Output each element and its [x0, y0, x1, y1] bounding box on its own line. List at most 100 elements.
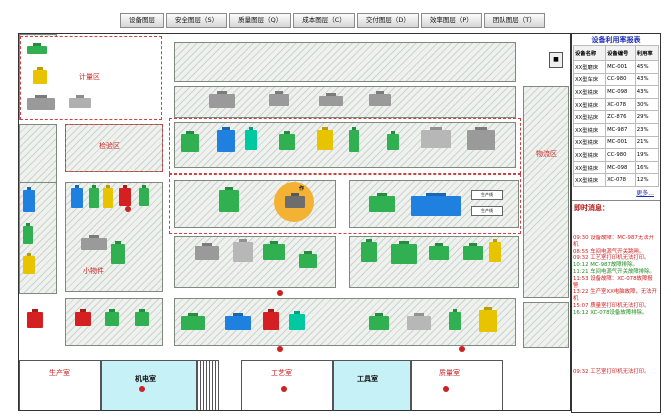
table-cell: MC-001	[605, 135, 636, 150]
machine-gray[interactable]	[407, 316, 431, 330]
machine-green[interactable]	[263, 244, 285, 260]
machine-green[interactable]	[449, 312, 461, 330]
machine-gray[interactable]	[27, 98, 55, 110]
table-cell: XX型铣床	[572, 122, 607, 137]
machine-red[interactable]	[119, 188, 131, 206]
machine-red[interactable]	[27, 312, 43, 328]
machine-cyan[interactable]	[245, 130, 257, 150]
machine-red[interactable]	[263, 312, 279, 330]
divider	[572, 199, 660, 201]
process-room-label: 工艺室	[271, 369, 292, 377]
machine-green[interactable]	[89, 188, 99, 208]
guard-station-icon[interactable]: ■	[549, 52, 563, 68]
tab-efficiency-layer[interactable]: 效率图层（P）	[420, 13, 482, 28]
tab-delivery-layer[interactable]: 交付图层（D）	[356, 13, 419, 28]
tab-team-layer[interactable]: 团队图层（T）	[483, 13, 545, 28]
message-item: 10:12 MC-987故障排除。	[573, 262, 638, 269]
machine-blue[interactable]	[217, 130, 235, 152]
machine-yellow[interactable]	[479, 310, 497, 332]
machine-green[interactable]	[23, 226, 33, 244]
tab-equipment-layer[interactable]: 设备图层	[120, 13, 164, 28]
machine-gray[interactable]	[69, 98, 91, 108]
machine-green[interactable]	[111, 244, 125, 264]
machine-green[interactable]	[181, 134, 199, 152]
tab-safety-layer[interactable]: 安全图层（S）	[166, 13, 228, 28]
inspection-zone[interactable]	[65, 124, 163, 172]
tab-quality-layer[interactable]: 质量图层（Q）	[229, 13, 292, 28]
machine-green[interactable]	[135, 312, 149, 326]
table-cell: XX型铣床	[572, 135, 607, 150]
machine-blue[interactable]	[411, 196, 461, 216]
machine-green[interactable]	[369, 196, 395, 212]
machine-green[interactable]	[463, 246, 483, 260]
machine-green[interactable]	[361, 242, 377, 262]
location-pin-icon[interactable]	[125, 206, 131, 212]
machine-gray[interactable]	[269, 94, 289, 106]
machine-gray[interactable]	[467, 130, 495, 150]
machine-blue[interactable]	[225, 316, 251, 330]
tool-room[interactable]	[333, 360, 411, 410]
machine-teal[interactable]	[219, 190, 239, 212]
quality-room[interactable]	[411, 360, 503, 410]
machine-blue[interactable]	[71, 188, 83, 208]
message-item: 08:55 车间电源气开关跳闸。	[573, 248, 645, 255]
machine-gray[interactable]	[209, 94, 235, 108]
machine-yellow[interactable]	[103, 188, 113, 208]
machine-green[interactable]	[299, 254, 317, 268]
location-pin-icon[interactable]	[277, 346, 283, 352]
machine-green[interactable]	[349, 130, 359, 152]
location-pin-icon[interactable]	[281, 386, 287, 392]
more-link[interactable]: 更多...	[636, 189, 654, 197]
material-zone[interactable]	[523, 86, 569, 298]
machine-blue[interactable]	[23, 190, 35, 212]
production-room[interactable]	[19, 360, 101, 410]
table-cell: XX型铣床	[572, 160, 607, 175]
machine-green[interactable]	[105, 312, 119, 326]
location-pin-icon[interactable]	[443, 386, 449, 392]
tool-room-label: 工具室	[357, 375, 378, 383]
machine-green[interactable]	[181, 316, 205, 330]
machine-red[interactable]	[75, 312, 91, 326]
message-item: 09:32 工艺室打印机无法打印。	[573, 255, 650, 262]
machine-gray[interactable]	[421, 130, 451, 148]
machine-yellow[interactable]	[317, 130, 333, 150]
machine-green[interactable]	[27, 46, 47, 54]
machine-yellow[interactable]	[489, 242, 501, 262]
process-room[interactable]	[241, 360, 333, 410]
machine-gray[interactable]	[319, 96, 343, 106]
table-cell: XX型车床	[572, 72, 607, 87]
machine-green[interactable]	[369, 316, 389, 330]
machine-green[interactable]	[391, 244, 417, 264]
location-pin-icon[interactable]	[277, 290, 283, 296]
location-pin-icon[interactable]	[139, 386, 145, 392]
machine-cyan[interactable]	[289, 314, 305, 330]
location-pin-icon[interactable]	[459, 346, 465, 352]
machine-yellow[interactable]	[23, 256, 35, 274]
electromech-room[interactable]	[101, 360, 197, 410]
machine-green[interactable]	[279, 134, 295, 150]
machine-yellow[interactable]	[33, 70, 47, 84]
machine-green[interactable]	[387, 134, 399, 150]
machine-green[interactable]	[429, 246, 449, 260]
machine-gray[interactable]	[195, 246, 219, 260]
machine-gray[interactable]	[369, 94, 391, 106]
tab-cost-layer[interactable]: 成本图层（C）	[293, 13, 355, 28]
zone-top-row-2	[174, 86, 516, 118]
machine-green[interactable]	[139, 188, 149, 206]
machine-gray[interactable]	[285, 196, 305, 208]
layer-tabs: 设备图层 安全图层（S） 质量图层（Q） 成本图层（C） 交付图层（D） 效率图…	[120, 13, 545, 28]
machine-gray[interactable]	[233, 242, 253, 262]
machine-gray[interactable]	[81, 238, 107, 250]
